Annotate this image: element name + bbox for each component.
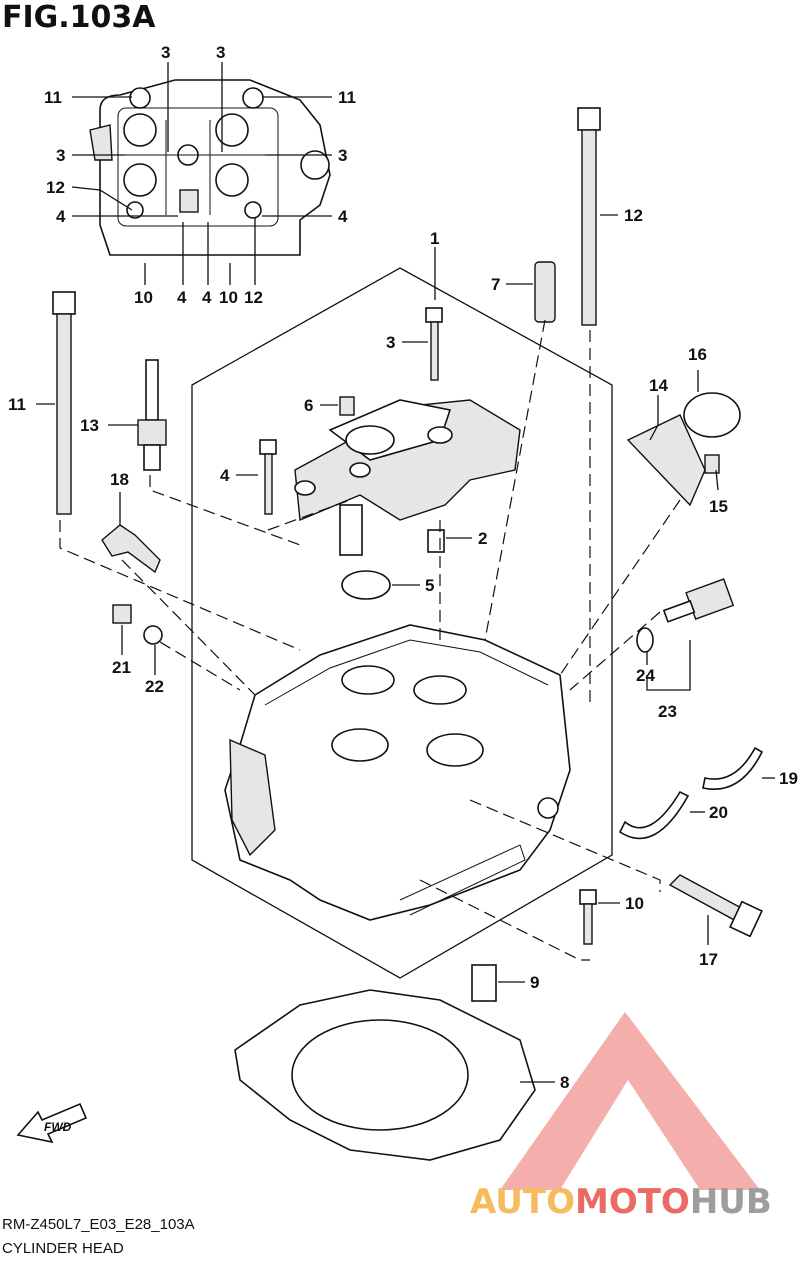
bolt-4 — [259, 439, 277, 515]
callout-7: 7 — [491, 275, 500, 294]
main-callouts: 1 2 3 4 5 6 7 8 9 10 11 12 13 14 15 16 1… — [8, 206, 798, 1092]
camshaft-journal-holder — [294, 399, 521, 556]
callout-4: 4 — [220, 466, 230, 485]
callout-inset-3-left: 3 — [56, 146, 65, 165]
inset-callouts: 3 3 11 11 3 3 12 4 4 10 4 4 10 12 — [44, 43, 356, 307]
bolt-3 — [425, 307, 443, 381]
fwd-label: FWD — [44, 1120, 72, 1134]
inset-top-view — [89, 79, 331, 256]
bolt-6 — [339, 396, 355, 416]
callout-5: 5 — [425, 576, 434, 595]
callout-18: 18 — [110, 470, 129, 489]
callout-23: 23 — [658, 702, 677, 721]
dowel-pin-9 — [471, 964, 497, 1002]
callout-8: 8 — [560, 1073, 569, 1092]
callout-inset-11-left: 11 — [44, 88, 62, 107]
callout-inset-4b: 4 — [202, 288, 212, 307]
callout-inset-4a: 4 — [177, 288, 187, 307]
callout-11: 11 — [8, 395, 26, 414]
half-ring-19 — [702, 746, 764, 790]
bolt-17 — [668, 874, 763, 938]
o-ring-5 — [341, 570, 391, 600]
guide-7 — [534, 261, 556, 323]
stud-bolt-12 — [577, 107, 601, 326]
model-code: RM-Z450L7_E03_E28_103A — [2, 1216, 195, 1233]
automotohub-logo: AUTOMOTOHUB — [470, 1012, 772, 1222]
screw-15 — [704, 454, 720, 474]
inset-leader-lines — [71, 62, 332, 285]
callout-inset-10b: 10 — [219, 288, 238, 307]
bolt-18 — [101, 524, 161, 574]
callout-inset-12-bottom: 12 — [244, 288, 263, 307]
half-ring-20 — [618, 790, 690, 840]
gasket-24 — [636, 627, 654, 653]
callout-14: 14 — [649, 376, 668, 395]
main-leader-lines — [36, 214, 775, 1083]
callout-13: 13 — [80, 416, 99, 435]
temp-sensor-23 — [662, 578, 735, 623]
cylinder-head-body — [224, 624, 571, 921]
callout-1: 1 — [430, 229, 439, 248]
dowel-pin-2 — [427, 529, 445, 553]
head-gasket-8 — [234, 989, 536, 1161]
washer-22 — [143, 625, 163, 645]
callout-inset-4-left: 4 — [56, 207, 66, 226]
callout-inset-3-right: 3 — [338, 146, 347, 165]
callout-inset-12-left: 12 — [46, 178, 65, 197]
callout-inset-3b: 3 — [216, 43, 225, 62]
bolt-21 — [112, 604, 132, 624]
callout-9: 9 — [530, 973, 539, 992]
callout-20: 20 — [709, 803, 728, 822]
spark-plug-13 — [137, 359, 167, 471]
section-name: CYLINDER HEAD — [2, 1240, 124, 1257]
callout-10: 10 — [625, 894, 644, 913]
callout-2: 2 — [478, 529, 487, 548]
callout-inset-10a: 10 — [134, 288, 153, 307]
callout-inset-11-right: 11 — [338, 88, 356, 107]
stud-bolt-11 — [52, 291, 76, 515]
callout-21: 21 — [112, 658, 131, 677]
watermark-brand-text: AUTOMOTOHUB — [470, 1182, 772, 1222]
callout-12: 12 — [624, 206, 643, 225]
clamp-16 — [683, 392, 741, 438]
callout-inset-3a: 3 — [161, 43, 170, 62]
callout-24: 24 — [636, 666, 655, 685]
figure-title: FIG.103A — [2, 0, 156, 35]
callout-22: 22 — [145, 677, 164, 696]
callout-19: 19 — [779, 769, 798, 788]
alignment-lines — [59, 319, 681, 961]
callout-15: 15 — [709, 497, 728, 516]
callout-inset-4-right: 4 — [338, 207, 348, 226]
callout-17: 17 — [699, 950, 718, 969]
exploded-group-outline — [191, 267, 613, 979]
fwd-arrow: FWD — [16, 1102, 88, 1144]
callout-16: 16 — [688, 345, 707, 364]
bolt-10 — [579, 889, 597, 945]
callout-3: 3 — [386, 333, 395, 352]
callout-6: 6 — [304, 396, 313, 415]
